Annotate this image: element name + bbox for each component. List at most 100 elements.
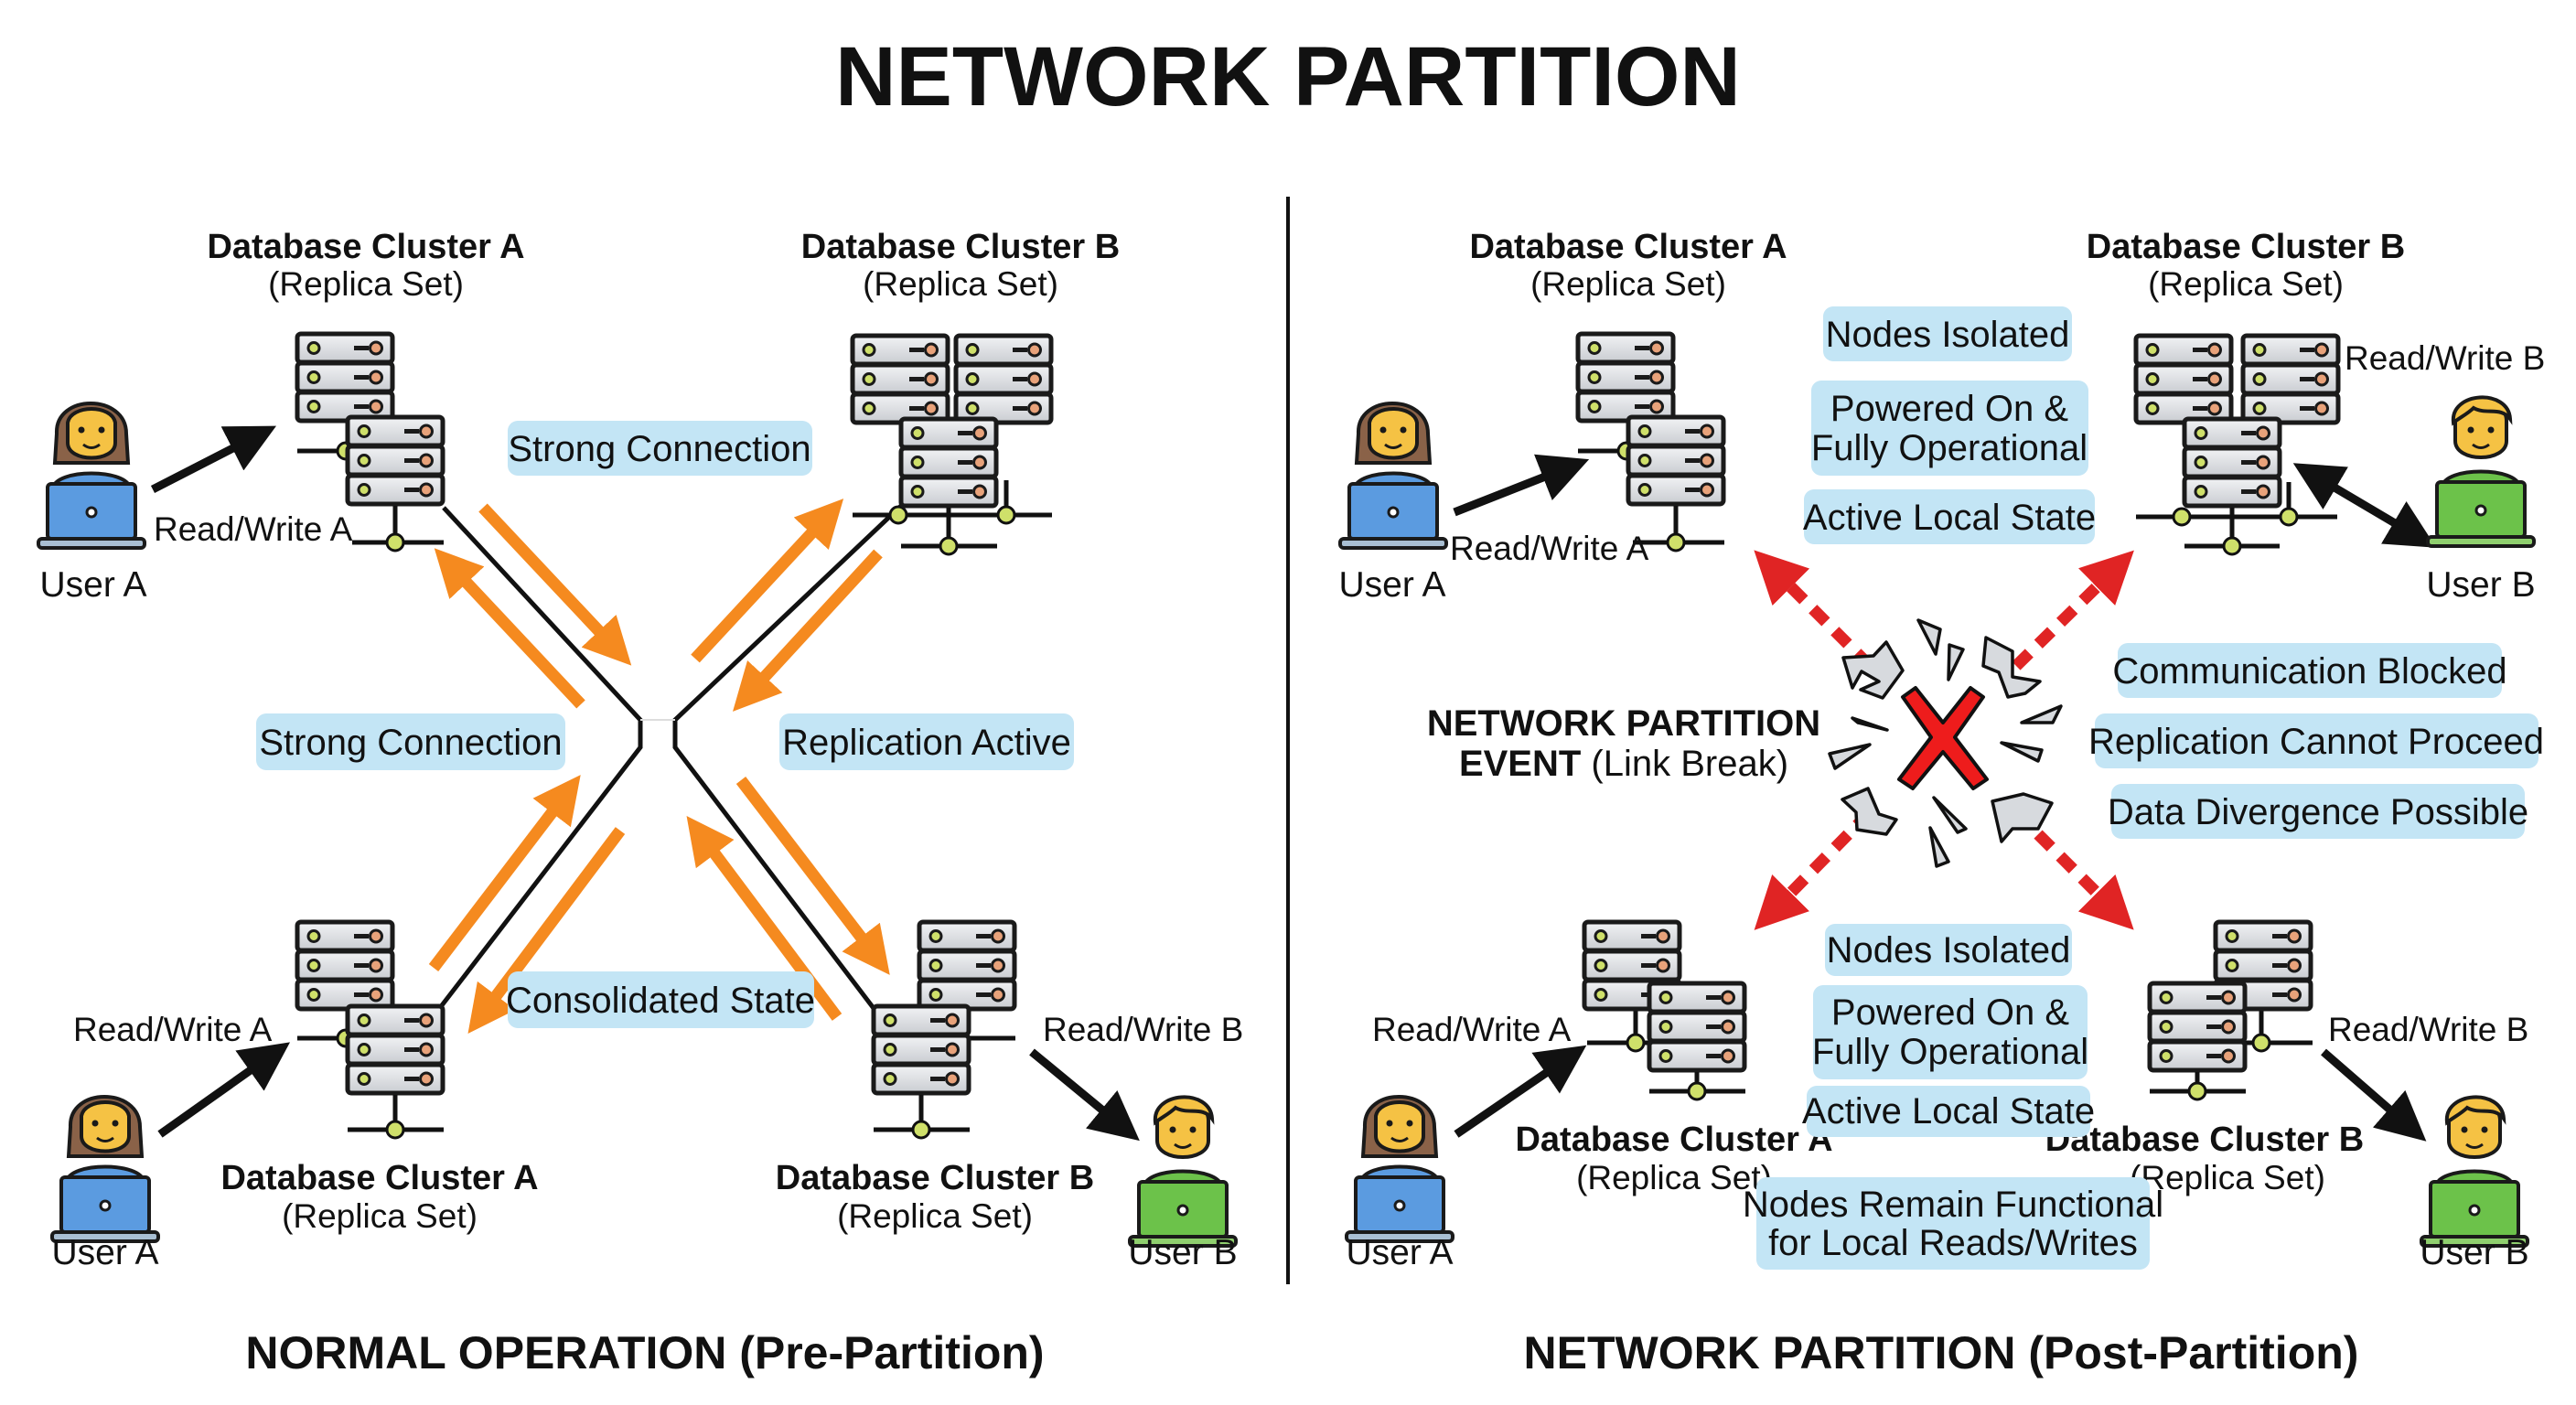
svg-text:Fully Operational: Fully Operational — [1812, 1032, 2088, 1072]
cluster-b-bottom[interactable]: Database Cluster B (Replica Set) — [776, 922, 1094, 1235]
partition-arrow-ne — [2012, 550, 2134, 670]
server-stack-icon — [2150, 922, 2313, 1101]
cluster-name: Database Cluster B — [2087, 228, 2405, 266]
server-stack-icon — [297, 334, 444, 552]
status-data-divergence-possible: Data Divergence Possible — [2108, 784, 2528, 839]
cluster-name: Database Cluster A — [207, 228, 524, 266]
label-replication-active: Replication Active — [779, 713, 1074, 770]
cluster-b-top-isolated[interactable]: Database Cluster B (Replica Set) Read/Wr… — [2087, 228, 2546, 556]
replication-arrow — [691, 499, 844, 663]
cluster-subtitle: (Replica Set) — [1576, 1159, 1772, 1196]
read-write-arrow — [1453, 454, 1590, 517]
label-strong-connection-top: Strong Connection — [508, 421, 812, 476]
svg-text:NETWORK PARTITION: NETWORK PARTITION — [1427, 703, 1820, 744]
server-stack-icon — [853, 336, 1052, 556]
partition-arrow-nw — [1754, 550, 1874, 670]
svg-text:Powered On &: Powered On & — [1831, 992, 2069, 1033]
user-label: User A — [1338, 565, 1445, 605]
read-write-arrow — [2321, 1048, 2427, 1142]
svg-text:Strong Connection: Strong Connection — [259, 723, 562, 763]
link-line-a-top — [392, 506, 643, 1070]
user-man-laptop-icon — [2420, 1095, 2529, 1248]
svg-text:Powered On &: Powered On & — [1830, 389, 2068, 429]
cluster-name: Database Cluster A — [220, 1159, 538, 1197]
cluster-name: Database Cluster B — [776, 1159, 1094, 1197]
cluster-name: Database Cluster A — [1469, 228, 1787, 266]
user-a-top-right[interactable]: User A Read/Write A — [1338, 402, 1649, 605]
user-b-bottom-right[interactable]: Read/Write B User B — [2321, 1011, 2529, 1272]
user-a-bottom-right[interactable]: Read/Write A User A — [1345, 1011, 1587, 1272]
status-active-local-state-top: Active Local State — [1803, 489, 2096, 544]
svg-text:Communication Blocked: Communication Blocked — [2112, 651, 2506, 692]
cluster-a-top-isolated[interactable]: Database Cluster A (Replica Set) — [1469, 228, 1787, 552]
read-write-label: Read/Write A — [1372, 1011, 1572, 1048]
label-strong-connection-left: Strong Connection — [256, 713, 565, 770]
read-write-arrow — [150, 425, 277, 494]
server-stack-icon — [874, 922, 1015, 1140]
panel-caption-normal: NORMAL OPERATION (Pre-Partition) — [245, 1327, 1044, 1378]
status-nodes-isolated-bottom: Nodes Isolated — [1825, 924, 2072, 976]
svg-text:Replication Cannot Proceed: Replication Cannot Proceed — [2088, 722, 2544, 762]
svg-text:Active Local State: Active Local State — [1802, 1091, 2095, 1132]
partition-event-label: NETWORK PARTITION EVENT (Link Break) — [1427, 703, 1820, 784]
panel-caption-partition: NETWORK PARTITION (Post-Partition) — [1524, 1327, 2359, 1378]
cluster-name: Database Cluster B — [801, 228, 1120, 266]
user-a-top[interactable]: User A Read/Write A — [37, 402, 353, 605]
read-write-arrow — [157, 1042, 291, 1138]
cluster-a-bottom[interactable]: Database Cluster A (Replica Set) — [220, 922, 539, 1235]
cluster-a-top[interactable]: Database Cluster A (Replica Set) — [207, 228, 525, 552]
svg-text:EVENT (Link Break): EVENT (Link Break) — [1459, 744, 1788, 784]
cluster-subtitle: (Replica Set) — [2148, 265, 2344, 303]
user-woman-laptop-icon — [50, 1095, 160, 1243]
read-write-arrow — [1029, 1048, 1140, 1142]
left-panel-normal-operation: Database Cluster A (Replica Set) User A … — [37, 228, 1243, 1378]
partition-arrow-sw — [1754, 808, 1874, 930]
user-a-bottom[interactable]: Read/Write A User A — [50, 1011, 291, 1272]
user-label: User B — [2420, 1233, 2528, 1272]
status-replication-cannot-proceed: Replication Cannot Proceed — [2088, 713, 2544, 768]
replication-arrow — [735, 777, 890, 975]
svg-text:Consolidated State: Consolidated State — [506, 981, 815, 1021]
cluster-name: Database Cluster B — [2045, 1121, 2364, 1159]
user-b-bottom[interactable]: Read/Write B User B — [1029, 1011, 1243, 1272]
partition-arrow-se — [2012, 808, 2134, 930]
user-woman-laptop-icon — [37, 402, 146, 550]
cluster-subtitle: (Replica Set) — [1530, 265, 1726, 303]
cluster-a-bottom-isolated[interactable]: Database Cluster A (Replica Set) — [1515, 922, 1833, 1196]
replication-arrow — [686, 815, 843, 1021]
user-label: User B — [2426, 565, 2535, 605]
svg-text:Nodes Remain Functional: Nodes Remain Functional — [1743, 1185, 2163, 1225]
status-communication-blocked: Communication Blocked — [2112, 643, 2507, 698]
read-write-label: Read/Write A — [1450, 530, 1649, 567]
cluster-subtitle: (Replica Set) — [2130, 1159, 2325, 1196]
user-man-laptop-icon — [1128, 1095, 1238, 1248]
user-label: User B — [1128, 1233, 1237, 1272]
svg-text:Replication Active: Replication Active — [782, 723, 1071, 763]
server-stack-icon — [1584, 922, 1745, 1101]
server-stack-icon — [2136, 336, 2338, 556]
user-b-top-right[interactable]: User B — [2292, 395, 2536, 605]
cluster-name: Database Cluster A — [1515, 1121, 1832, 1159]
cluster-b-top[interactable]: Database Cluster B (Replica Set) — [801, 228, 1120, 556]
svg-text:Strong Connection: Strong Connection — [508, 429, 810, 469]
svg-text:Nodes Isolated: Nodes Isolated — [1827, 930, 2071, 971]
replication-arrow — [478, 503, 632, 666]
status-active-local-state-bottom: Active Local State — [1802, 1086, 2095, 1137]
right-panel-network-partition: NETWORK PARTITION EVENT (Link Break) Dat… — [1338, 228, 2545, 1378]
svg-text:Active Local State: Active Local State — [1803, 498, 2096, 538]
note-nodes-remain-functional: Nodes Remain Functional for Local Reads/… — [1743, 1177, 2163, 1270]
server-stack-icon — [1578, 334, 1724, 552]
status-powered-on-top: Powered On & Fully Operational — [1811, 381, 2088, 476]
page-title: NETWORK PARTITION — [835, 30, 1741, 123]
svg-text:Fully Operational: Fully Operational — [1811, 428, 2088, 468]
user-label: User A — [1346, 1233, 1453, 1272]
cluster-b-bottom-isolated[interactable]: Database Cluster B (Replica Set) — [2045, 922, 2364, 1196]
svg-text:Nodes Isolated: Nodes Isolated — [1826, 315, 2070, 355]
user-label: User A — [39, 565, 146, 605]
status-powered-on-bottom: Powered On & Fully Operational — [1812, 985, 2088, 1079]
cluster-subtitle: (Replica Set) — [268, 265, 464, 303]
user-woman-laptop-icon — [1345, 1095, 1454, 1243]
label-consolidated-state: Consolidated State — [506, 971, 815, 1028]
link-line-b-top — [672, 504, 921, 1070]
